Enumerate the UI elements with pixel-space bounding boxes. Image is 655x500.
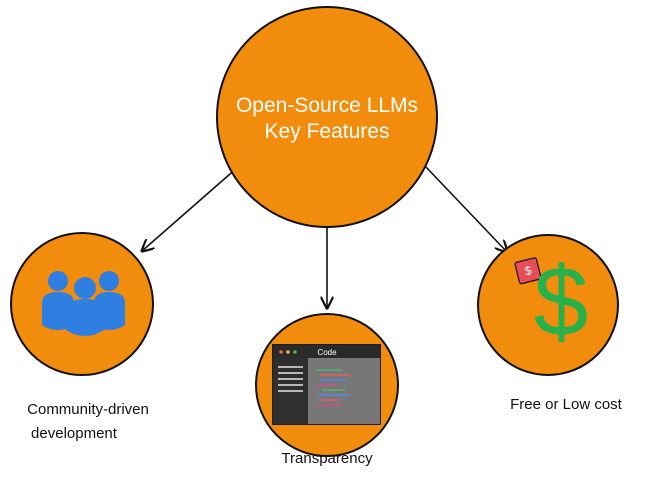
price-tag-icon: $ (514, 257, 542, 285)
transparency-node: Code Transparency (255, 313, 399, 467)
code-window-icon: Code (272, 344, 381, 425)
transparency-label: Transparency (281, 450, 373, 467)
dollar-icon: $ (534, 246, 589, 356)
cost-node-circle (477, 234, 619, 376)
arrow-to-community (142, 166, 239, 251)
arrow-to-cost (425, 166, 507, 252)
center-node-circle (216, 6, 438, 228)
cost-label: Free or Low cost (510, 396, 623, 413)
community-label-line2: development (31, 425, 118, 442)
code-window-title: Code (317, 348, 337, 357)
community-node: Community-driven development (10, 232, 154, 442)
cost-node: $ $ Free or Low cost (477, 234, 623, 413)
center-node: Open-Source LLMs Key Features (216, 6, 438, 228)
people-icon (42, 271, 125, 336)
community-label-line1: Community-driven (27, 401, 149, 418)
price-tag-symbol: $ (523, 263, 533, 278)
center-title-line2: Key Features (265, 120, 390, 143)
center-title-line1: Open-Source LLMs (236, 94, 418, 117)
connector-arrows (142, 166, 507, 308)
